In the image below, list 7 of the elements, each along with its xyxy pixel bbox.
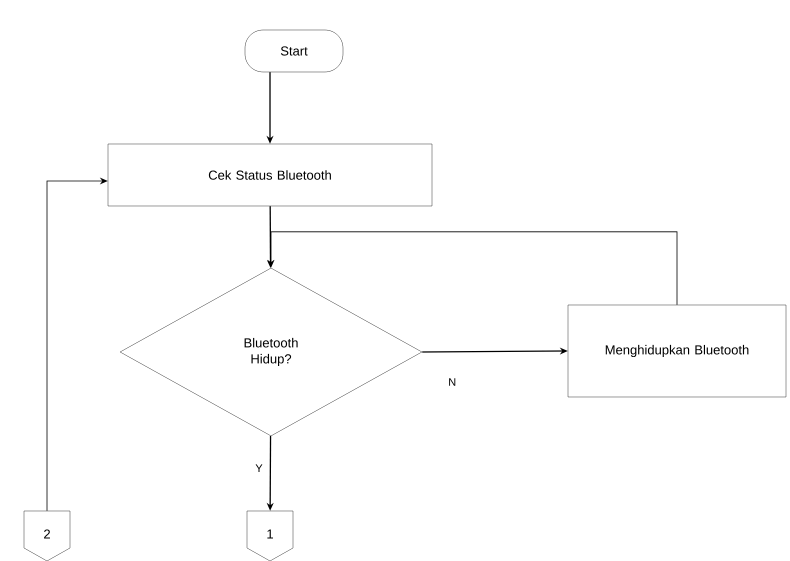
edge-label: N [447, 377, 458, 387]
process-box: Menghidupkan Bluetooth [568, 304, 786, 398]
process-box: Cek Status Bluetooth [108, 144, 432, 206]
offpage-connector: 1 [246, 510, 294, 561]
start-terminal: Start [244, 30, 344, 72]
offpage-connector: 2 [24, 510, 70, 561]
edge-label: Y [254, 463, 264, 473]
